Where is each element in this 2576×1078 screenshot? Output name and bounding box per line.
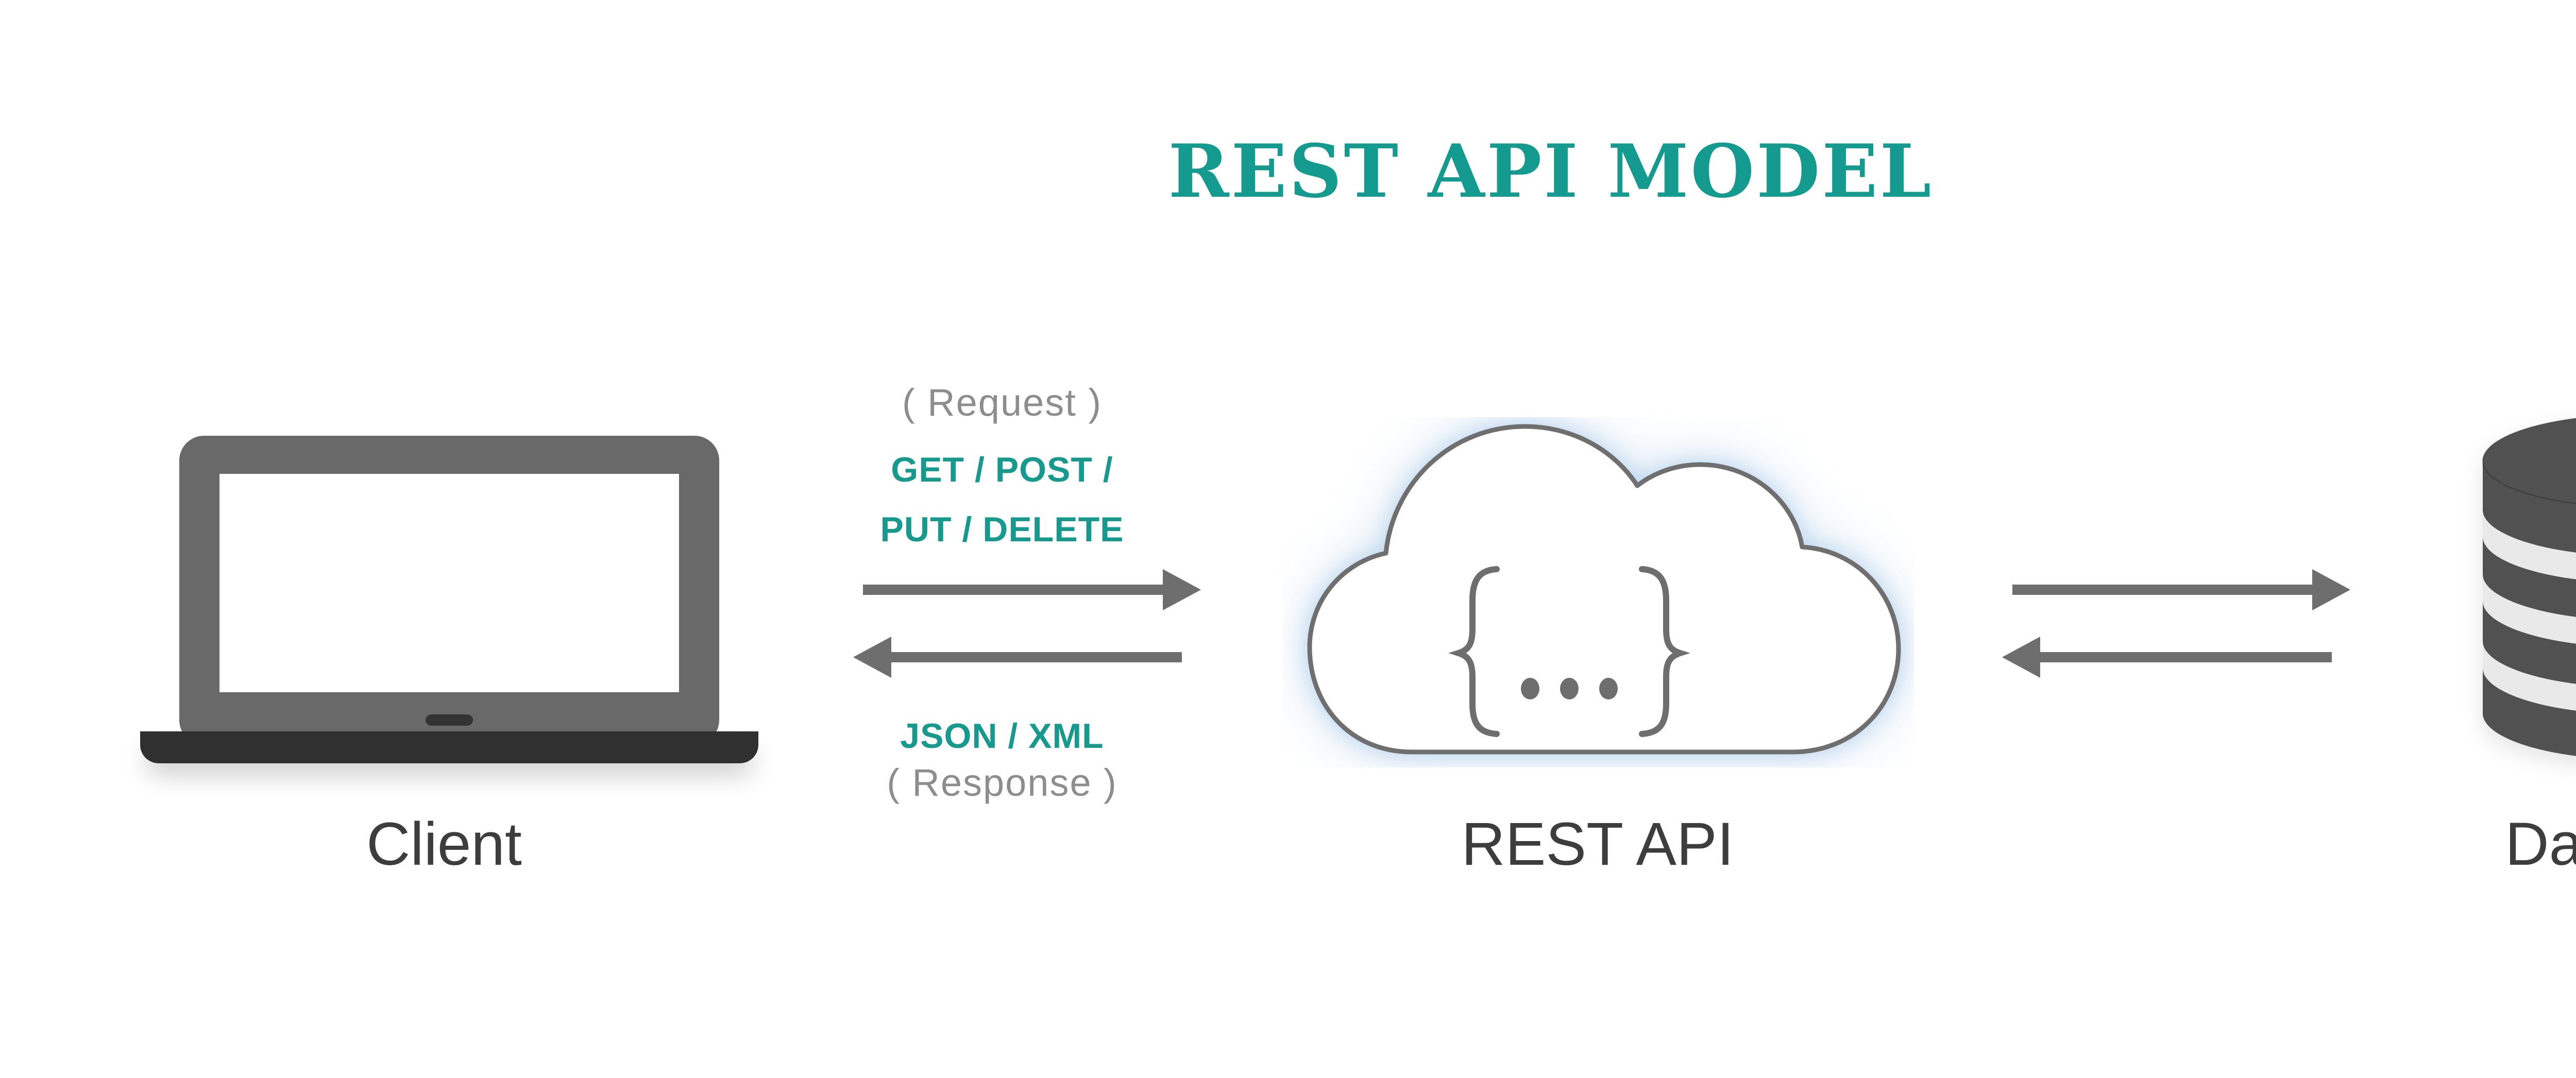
request-arrow-right-icon [863, 569, 1201, 610]
cloud-braces-icon [1307, 424, 1901, 755]
database-cylinder-icon [2482, 417, 2576, 756]
arrow-shaft [2036, 652, 2332, 662]
laptop-icon [140, 436, 758, 776]
db-stripe [2483, 641, 2576, 711]
arrow-head [2312, 569, 2350, 610]
arrow-head [1163, 569, 1201, 610]
arrow-head [853, 637, 891, 678]
client-label: Client [366, 810, 522, 878]
arrow-shaft [863, 585, 1167, 595]
braces-icon [1448, 566, 1690, 737]
db-stripe [2483, 510, 2576, 579]
page-title: REST API MODEL [1168, 129, 1934, 214]
dot [1599, 678, 1618, 699]
dot [1521, 678, 1539, 699]
api-label: REST API [1461, 810, 1734, 878]
laptop-base [140, 731, 758, 763]
arrow-shaft [887, 652, 1182, 662]
request-methods-line2: PUT / DELETE [880, 510, 1124, 549]
response-arrow-left-icon [853, 637, 1182, 678]
db-to-api-arrow-left-icon [2002, 637, 2332, 678]
cloud-outline [1307, 424, 1901, 755]
right-brace [1639, 566, 1690, 737]
ellipsis-dots-icon [1521, 678, 1618, 699]
laptop-notch [426, 714, 473, 726]
db-stripe [2483, 574, 2576, 644]
laptop-screen [219, 474, 679, 692]
api-to-db-arrow-right-icon [2012, 569, 2350, 610]
dot [1560, 678, 1579, 699]
request-methods-line1: GET / POST / [891, 450, 1113, 489]
request-caption: ( Request ) [902, 381, 1103, 424]
response-caption: ( Response ) [887, 761, 1117, 804]
database-label: Database [2505, 810, 2576, 878]
db-top-ellipse [2482, 417, 2576, 505]
response-formats: JSON / XML [900, 716, 1104, 756]
arrow-shaft [2012, 585, 2316, 595]
arrow-head [2002, 637, 2040, 678]
left-brace [1448, 566, 1500, 737]
